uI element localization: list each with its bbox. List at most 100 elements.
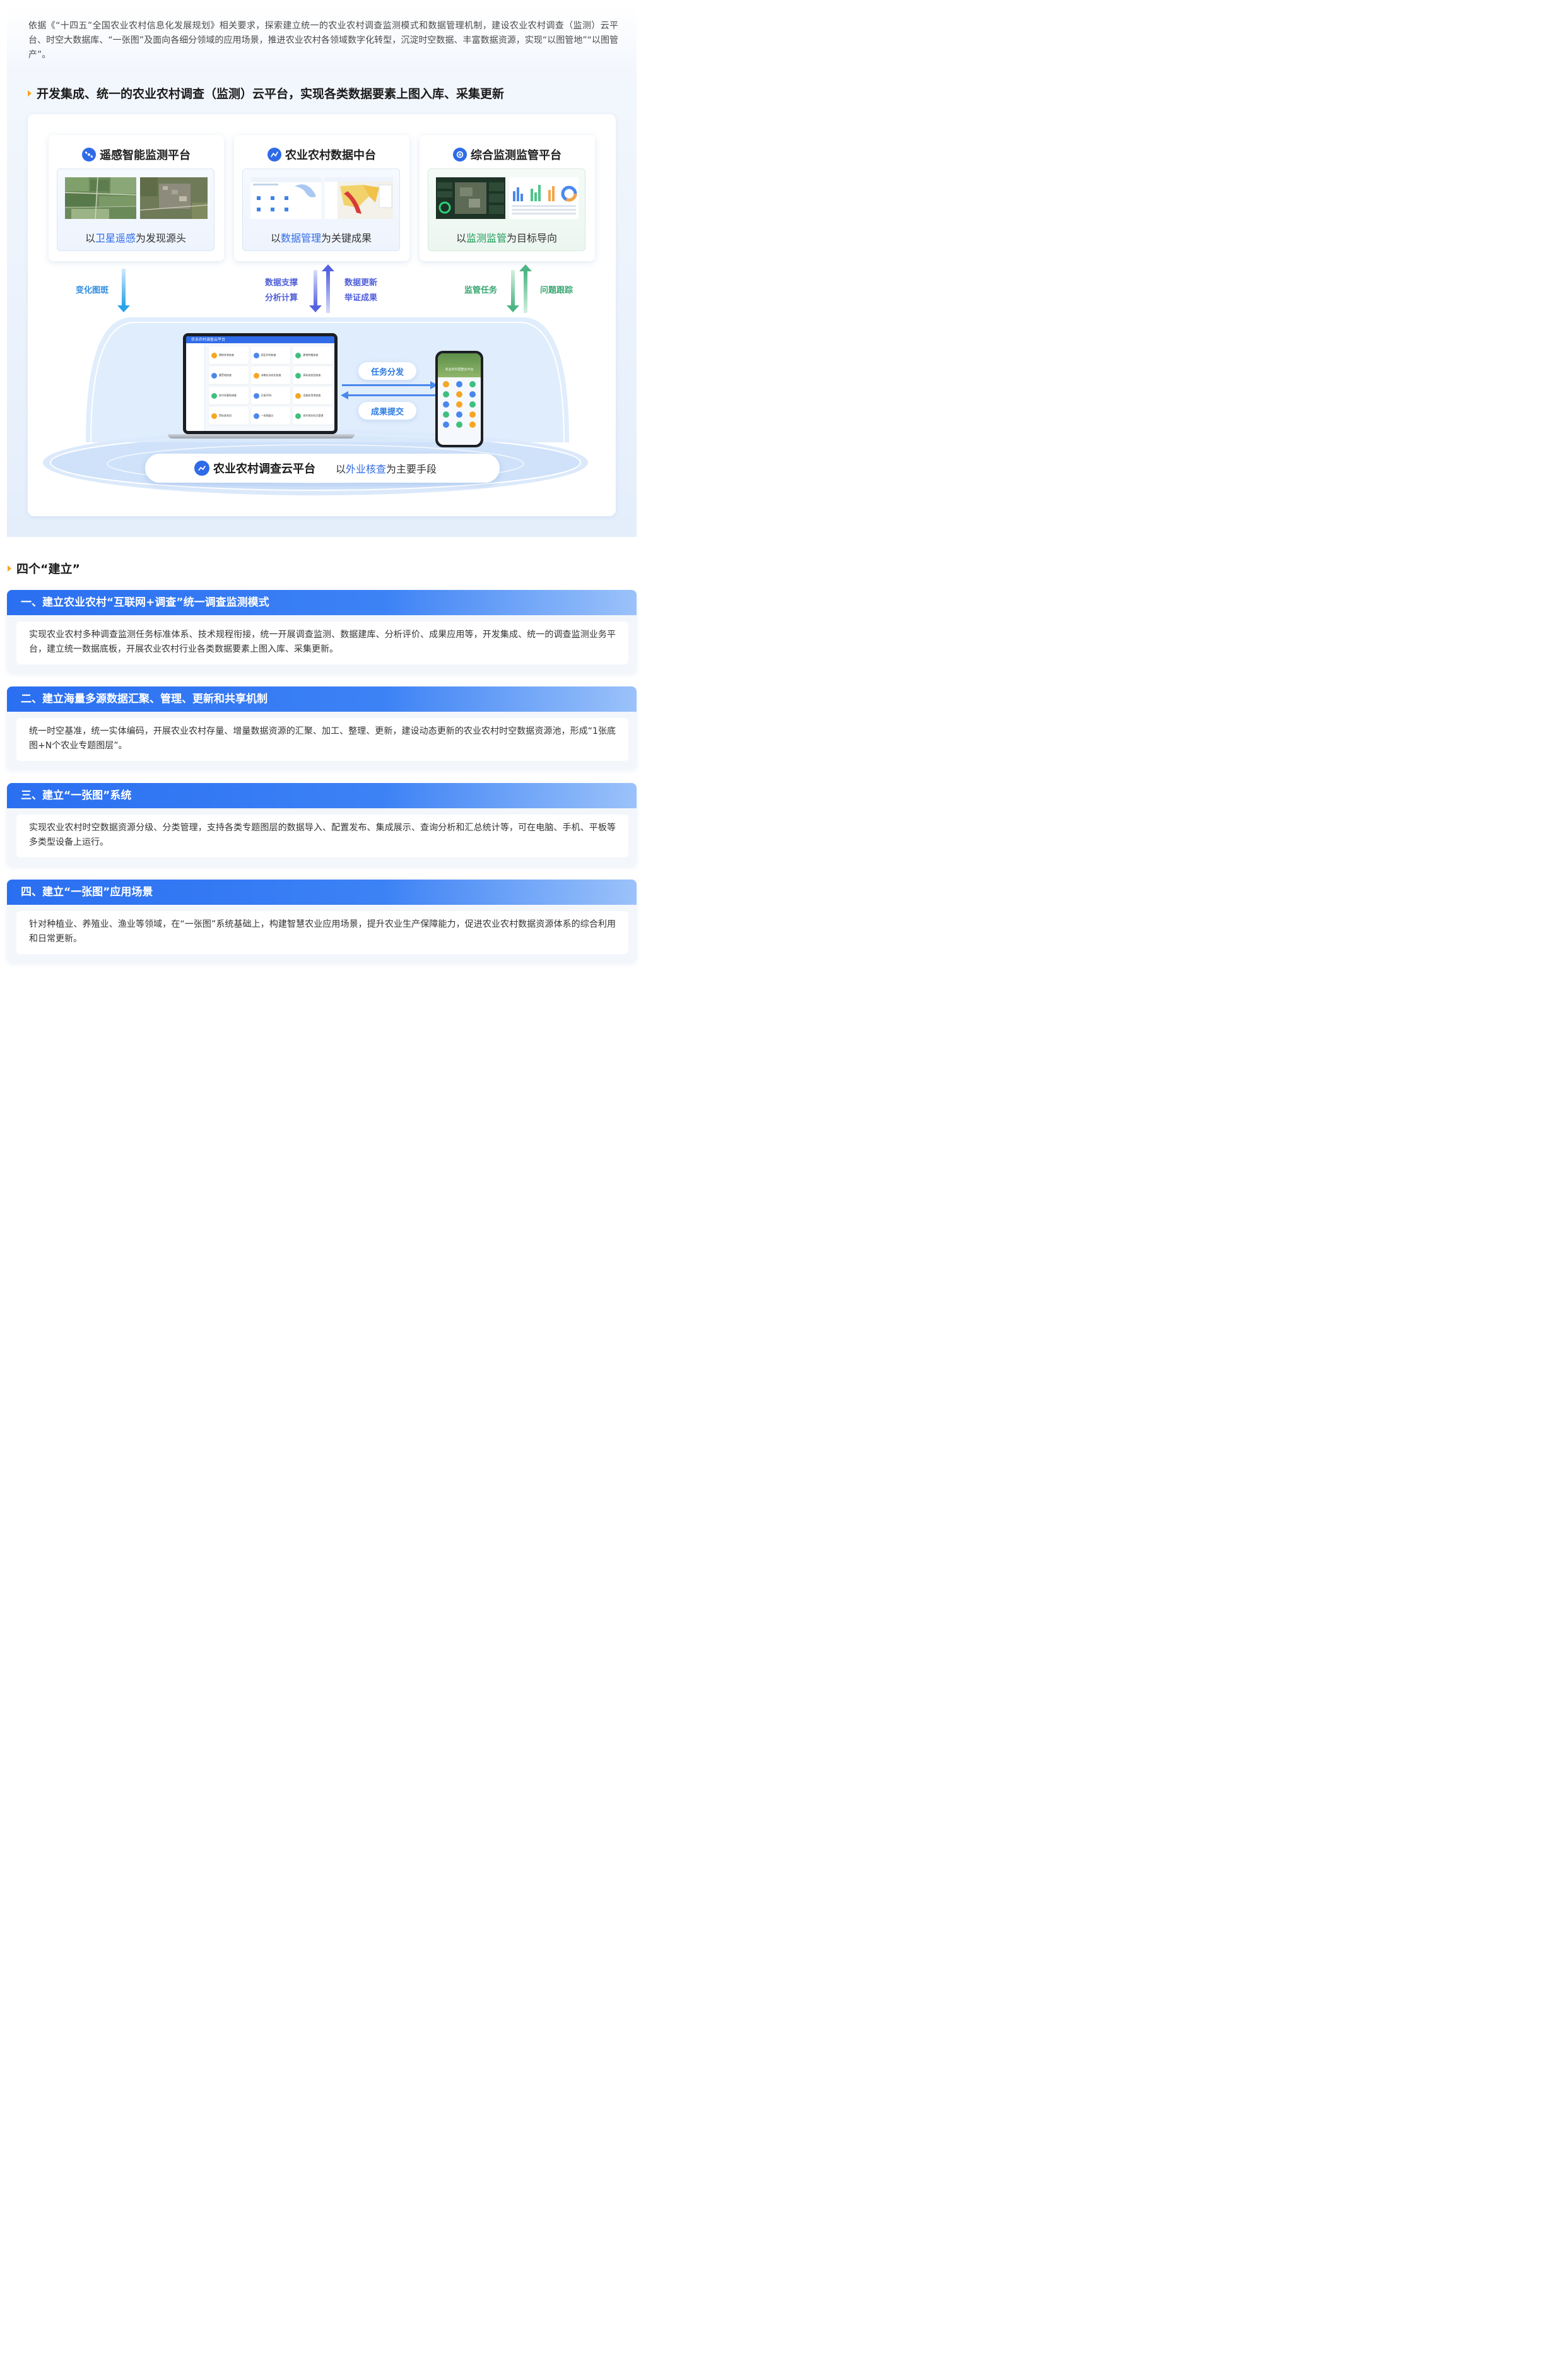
laptop-tile[interactable]: 设施农用地核查 <box>293 387 332 404</box>
laptop-tile[interactable]: 日报30年 <box>250 387 291 404</box>
laptop-tile[interactable]: 耕地种植核查 <box>293 346 332 364</box>
laptop-tile[interactable]: 用区补划核查 <box>250 346 291 364</box>
laptop-tile[interactable]: 农村宅基地调查 <box>209 387 249 404</box>
pill-result-submit: 成果提交 <box>358 402 416 420</box>
phone-banner: 农业农村调查云平台 <box>438 353 481 377</box>
label-data-support: 数据支撑 <box>265 278 298 288</box>
platform-card-monitoring: 综合监测监管平台 <box>420 135 595 261</box>
platform-title: 农业农村数据中台 <box>285 149 376 162</box>
laptop-tile[interactable]: 农村地名标注管理 <box>293 407 332 425</box>
block-title: 一、建立农业农村“互联网+调查”统一调查监测模式 <box>7 590 637 615</box>
laptop-tile-label: 黑标准农田 <box>219 414 232 417</box>
cloud-platform-caption: 以外业核查为主要手段 <box>336 463 437 475</box>
data-hub-icon <box>267 148 281 162</box>
phone-app-icon[interactable] <box>443 381 450 387</box>
top-panel: 依据《“十四五”全国农业农村信息化发展规划》相关要求，探索建立统一的农业农村调查… <box>7 6 637 537</box>
label-analysis: 分析计算 <box>265 293 298 303</box>
laptop-tile-icon <box>253 413 259 419</box>
phone-app-icon[interactable] <box>469 381 476 387</box>
label-supervision-task: 监管任务 <box>464 286 498 295</box>
laptop-tile-icon <box>253 392 259 399</box>
cloud-platform-icon <box>194 461 209 476</box>
phone-app-icon[interactable] <box>456 411 462 418</box>
platform-caption: 以卫星遥感为发现源头 <box>85 232 187 244</box>
platform-title: 遥感智能监测平台 <box>100 149 191 162</box>
laptop-tile-icon <box>295 352 302 358</box>
laptop-tile-icon <box>211 413 217 419</box>
section-heading-platform: 开发集成、统一的农业农村调查（监测）云平台，实现各类数据要素上图入库、采集更新 <box>28 85 504 102</box>
laptop-tile-icon <box>253 372 259 379</box>
survey-cloud-platform-bar: 农业农村调查云平台 以外业核查为主要手段 <box>145 454 500 483</box>
label-issue-tracking: 问题跟踪 <box>540 286 573 295</box>
laptop-tile-icon <box>211 352 217 358</box>
phone-app-icon[interactable] <box>443 411 450 418</box>
block-title: 四、建立“一张图”应用场景 <box>7 880 637 905</box>
platform-card-remote-sensing: 遥感智能监测平台 <box>49 135 224 261</box>
phone-app-icon[interactable] <box>443 391 450 398</box>
laptop-tile[interactable]: 非粮化非农化核查 <box>250 367 291 384</box>
laptop-tile[interactable]: 耕地补划核查 <box>209 346 249 364</box>
phone-app-icon[interactable] <box>469 411 476 418</box>
laptop-tile-label: 日报30年 <box>261 394 272 397</box>
triangle-bullet-icon <box>28 90 32 97</box>
block-title: 三、建立“一张图”系统 <box>7 783 637 808</box>
satellite-icon <box>82 148 96 162</box>
satellite-image-village <box>140 177 208 219</box>
laptop-tile-label: 高标准农田核查 <box>303 374 321 377</box>
laptop-tile-label: 耕地补划核查 <box>219 353 234 356</box>
laptop-tile[interactable]: 黑标准农田 <box>209 407 249 425</box>
label-evidence-results: 举证成果 <box>344 293 378 303</box>
phone-app-icon[interactable] <box>443 421 450 428</box>
phone-app-icon[interactable] <box>469 421 476 428</box>
arrow-down-supervision-task <box>507 270 519 312</box>
laptop-tile[interactable]: 高标准农田核查 <box>293 367 332 384</box>
laptop-tile-icon <box>295 413 302 419</box>
laptop-tile-icon <box>253 352 259 358</box>
laptop-tile[interactable]: 一张图展示 <box>250 407 291 425</box>
phone-app-icon[interactable] <box>456 391 462 398</box>
platform-card-data-hub: 农业农村数据中台 <box>234 135 409 261</box>
phone-app-icon[interactable] <box>469 401 476 408</box>
arrow-down-change-patches <box>117 269 130 312</box>
block-title: 二、建立海量多源数据汇聚、管理、更新和共享机制 <box>7 686 637 712</box>
establish-block-3: 三、建立“一张图”系统 实现农业农村时空数据资源分级、分类管理，支持各类专题图层… <box>7 783 637 866</box>
laptop-base <box>168 434 355 439</box>
establish-block-1: 一、建立农业农村“互联网+调查”统一调查监测模式 实现农业农村多种调查监测任务标… <box>7 590 637 673</box>
phone-app-icon[interactable] <box>456 401 462 408</box>
laptop-tile-icon <box>211 392 217 399</box>
phone-app-icon[interactable] <box>456 421 462 428</box>
laptop-sidebar <box>186 343 205 431</box>
laptop-tile-label: 农村地名标注管理 <box>303 414 324 417</box>
label-data-update: 数据更新 <box>344 278 378 288</box>
establish-block-4: 四、建立“一张图”应用场景 针对种植业、养殖业、渔业等领域，在“一张图”系统基础… <box>7 880 637 963</box>
laptop-tile-label: 耕地种植核查 <box>303 353 319 356</box>
phone-app-icon[interactable] <box>456 381 462 387</box>
triangle-bullet-icon <box>8 565 11 572</box>
section-heading-text: 四个“建立” <box>16 562 80 576</box>
phone: 农业农村调查云平台 <box>435 351 483 447</box>
satellite-image-farmland <box>65 177 136 219</box>
label-change-patches: 变化图斑 <box>76 286 109 295</box>
phone-app-icon[interactable] <box>469 391 476 398</box>
laptop-tile-grid: 耕地补划核查用区补划核查耕地种植核查撂荒地核查非粮化非农化核查高标准农田核查农村… <box>209 346 332 425</box>
laptop-app-title: 农业农村调查云平台 <box>186 336 334 343</box>
block-body: 统一时空基准，统一实体编码，开展农业农村存量、增量数据资源的汇聚、加工、整理、更… <box>16 718 628 761</box>
architecture-diagram: 遥感智能监测平台 <box>28 114 616 516</box>
laptop-tile-label: 撂荒地核查 <box>219 374 232 377</box>
platform-caption: 以监测监管为目标导向 <box>456 232 558 244</box>
section-heading-four-establish: 四个“建立” <box>8 560 80 577</box>
establish-block-2: 二、建立海量多源数据汇聚、管理、更新和共享机制 统一时空基准，统一实体编码，开展… <box>7 686 637 770</box>
laptop-tile[interactable]: 撂荒地核查 <box>209 367 249 384</box>
intro-paragraph: 依据《“十四五”全国农业农村信息化发展规划》相关要求，探索建立统一的农业农村调查… <box>28 21 618 60</box>
block-body: 针对种植业、养殖业、渔业等领域，在“一张图”系统基础上，构建智慧农业应用场景，提… <box>16 911 628 954</box>
cloud-platform-title: 农业农村调查云平台 <box>213 462 315 476</box>
laptop-screen: 农业农村调查云平台 耕地补划核查 用区补划核查 耕地种植核查撂荒地核查 非粮化非农化核… <box>183 333 338 434</box>
arrow-down-data-support <box>309 270 322 312</box>
phone-app-icon[interactable] <box>443 401 450 408</box>
data-hub-map-screenshot <box>325 177 393 219</box>
laptop-tile-label: 农村宅基地调查 <box>219 394 237 397</box>
pill-task-dispatch: 任务分发 <box>358 362 416 380</box>
platform-caption: 以数据管理为关键成果 <box>270 232 372 244</box>
section-heading-text: 开发集成、统一的农业农村调查（监测）云平台，实现各类数据要素上图入库、采集更新 <box>37 87 505 101</box>
arrow-up-data-update <box>322 264 334 313</box>
